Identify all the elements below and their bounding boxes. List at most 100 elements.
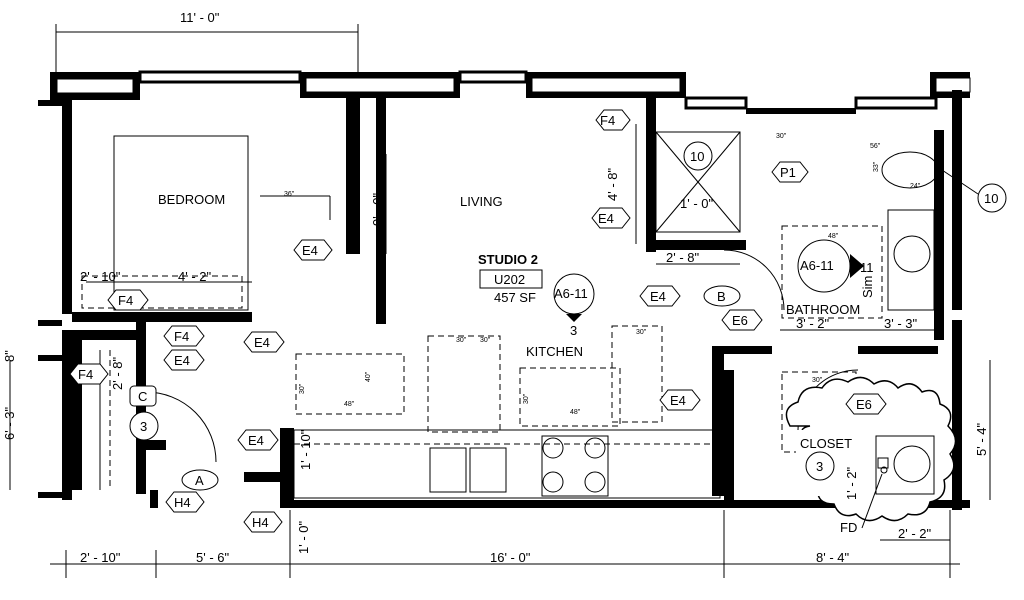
small-dim: 30": [812, 377, 823, 384]
dim-closet-vert: 2' - 8": [110, 357, 125, 390]
tag-10-right: 10: [941, 169, 1007, 213]
dim-closet-width: 2' - 2": [898, 526, 931, 541]
unit-area: 457 SF: [494, 290, 536, 305]
svg-text:P1: P1: [780, 165, 796, 180]
svg-text:E6: E6: [732, 313, 748, 328]
svg-text:E4: E4: [650, 289, 666, 304]
svg-text:F4: F4: [78, 367, 93, 382]
dim-bed-a: 2' - 10": [80, 269, 121, 284]
small-dim: 48": [344, 401, 355, 408]
dim-living-wall: 9' - 0": [370, 193, 385, 226]
section-marker-kitchen: A6-11 3: [553, 273, 595, 338]
tag-p1: P1: [771, 161, 809, 183]
room-bathroom: BATHROOM: [786, 302, 860, 317]
room-living: LIVING: [460, 194, 503, 209]
tag-f4-mid: F4: [163, 325, 205, 347]
small-dim: 48": [570, 409, 581, 416]
svg-text:H4: H4: [252, 515, 269, 530]
svg-text:3: 3: [570, 323, 577, 338]
dim-bath-b: 3' - 3": [884, 316, 917, 331]
small-dim: 30": [299, 383, 306, 394]
tag-f4-bed: F4: [107, 289, 149, 311]
svg-text:11: 11: [860, 260, 874, 275]
dim-right-vert: 5' - 4": [974, 423, 989, 456]
dim-shower-depth: 1' - 0": [680, 196, 713, 211]
unit-tag: STUDIO 2 U202 457 SF: [478, 252, 543, 305]
tag-e4-bed-right: E4: [243, 331, 285, 353]
dim-closet-small: 1' - 2": [844, 467, 859, 500]
bed: [81, 135, 331, 311]
svg-text:E4: E4: [598, 211, 614, 226]
svg-text:C: C: [138, 389, 147, 404]
small-dim: 30": [636, 329, 647, 336]
dim-bed-b: 4' - 2": [178, 269, 211, 284]
unit-name: STUDIO 2: [478, 252, 538, 267]
tag-e6-closet: E6: [845, 393, 887, 415]
tag-e4-living: E4: [293, 239, 333, 261]
dim-shower-height: 4' - 8": [605, 168, 620, 201]
exterior-walls: [38, 70, 971, 510]
floor-drain-label: FD: [840, 520, 857, 535]
room-kitchen: KITCHEN: [526, 344, 583, 359]
small-dim: 24": [910, 183, 921, 190]
svg-text:E6: E6: [856, 397, 872, 412]
svg-text:F4: F4: [174, 329, 189, 344]
small-dim: 33": [873, 161, 880, 172]
svg-text:A6-11: A6-11: [554, 286, 588, 301]
tag-e4-shower: E4: [591, 207, 631, 229]
tag-f4-top: F4: [595, 109, 631, 131]
tag-b: B: [703, 285, 741, 307]
small-dim: 30": [523, 393, 530, 404]
dim-counter-vert: 1' - 10": [298, 429, 313, 470]
tag-e4-counter: E4: [659, 389, 701, 411]
dim-bottom-c: 16' - 0": [490, 550, 531, 565]
small-dim: 40": [365, 371, 372, 382]
dim-bottom-a: 2' - 10": [80, 550, 121, 565]
tag-f4-left: F4: [69, 363, 109, 385]
svg-text:B: B: [717, 289, 726, 304]
small-dim: 30": [456, 337, 467, 344]
room-bedroom: BEDROOM: [158, 192, 225, 207]
svg-text:H4: H4: [174, 495, 191, 510]
unit-number: U202: [494, 272, 525, 287]
dimension-lines: [9, 24, 991, 578]
svg-text:F4: F4: [118, 293, 133, 308]
small-dim: 56": [870, 143, 881, 150]
tag-e6-bath: E6: [721, 309, 763, 331]
tag-e4-door: E4: [237, 429, 279, 451]
svg-text:E4: E4: [254, 335, 270, 350]
dim-left-small: 8": [2, 350, 17, 362]
svg-text:3: 3: [140, 419, 147, 434]
dim-bottom-b: 5' - 6": [196, 550, 229, 565]
bathroom-fixtures: [655, 131, 939, 319]
tag-e4-mid: E4: [163, 349, 205, 371]
svg-text:E4: E4: [174, 353, 190, 368]
svg-text:F4: F4: [600, 113, 615, 128]
svg-text:10: 10: [984, 191, 998, 206]
svg-text:E4: E4: [302, 243, 318, 258]
dim-bottom-d: 8' - 4": [816, 550, 849, 565]
tag-3-closet: 3: [805, 451, 835, 481]
dim-bottom-vert: 1' - 0": [296, 521, 311, 554]
dim-shower-width: 2' - 8": [666, 250, 699, 265]
tag-10-shower: 10: [683, 141, 713, 171]
svg-text:A6-11: A6-11: [800, 258, 834, 273]
svg-text:A: A: [195, 473, 204, 488]
svg-text:Sim: Sim: [860, 276, 875, 298]
tag-e4-kitchen: E4: [639, 285, 681, 307]
kitchen-counters: [293, 325, 721, 499]
small-dim: 30": [776, 133, 787, 140]
svg-text:3: 3: [816, 459, 823, 474]
room-closet: CLOSET: [800, 436, 852, 451]
tag-h4-a: H4: [165, 491, 205, 513]
section-marker-bathroom: A6-11 11 Sim: [797, 239, 875, 298]
small-dim: 36": [284, 191, 295, 198]
dim-left-vert: 6' - 3": [2, 407, 17, 440]
small-dim: 48": [828, 233, 839, 240]
dim-top-width: 11' - 0": [180, 10, 220, 25]
svg-text:E4: E4: [248, 433, 264, 448]
svg-text:10: 10: [690, 149, 704, 164]
tag-a: A: [181, 469, 219, 491]
small-dim: 30": [480, 337, 491, 344]
